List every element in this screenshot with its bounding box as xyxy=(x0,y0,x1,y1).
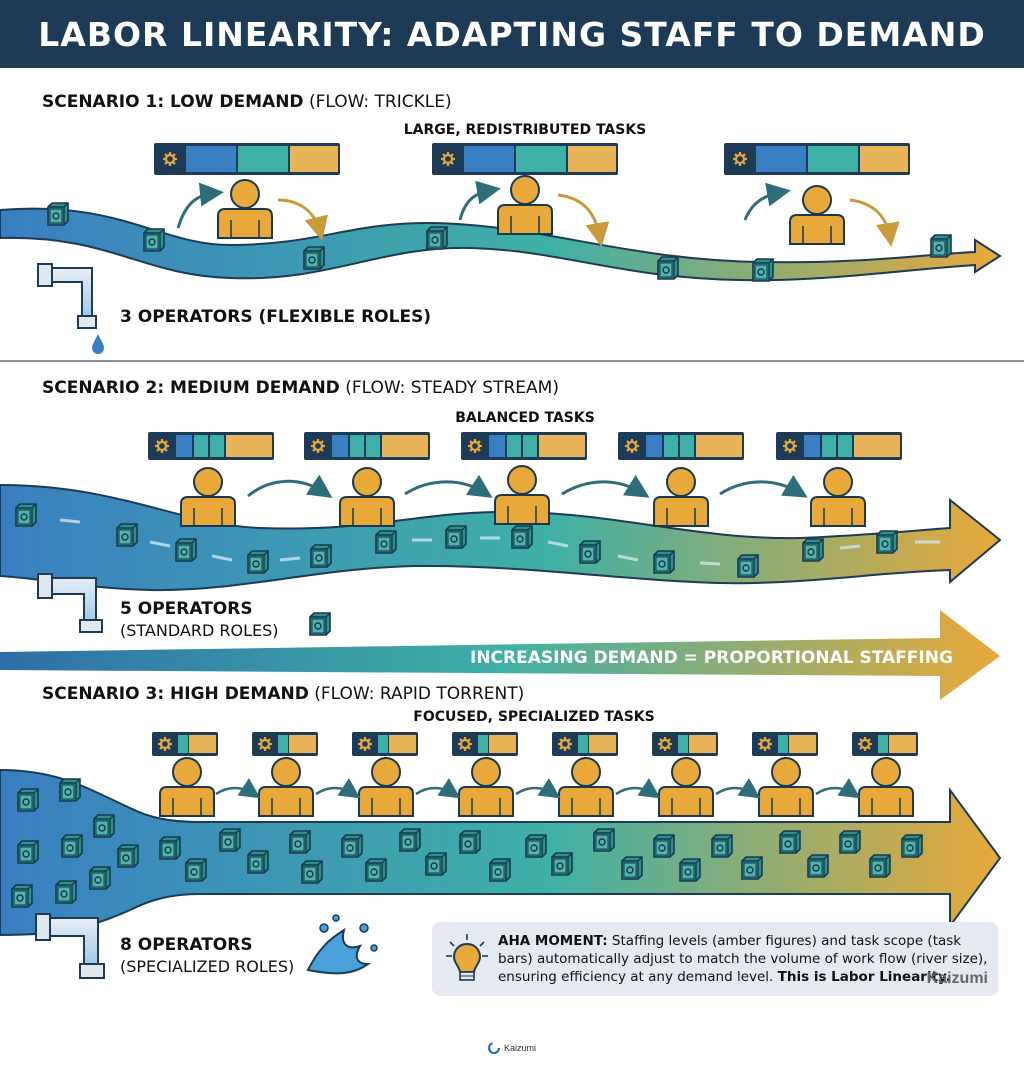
aha-moment-box: AHA MOMENT: Staffing levels (amber figur… xyxy=(432,922,998,996)
person-icon xyxy=(858,757,914,817)
scenario2-task-label: BALANCED TASKS xyxy=(455,410,595,426)
person-icon xyxy=(497,175,553,235)
footer-brand: Kaizumi xyxy=(488,1042,536,1054)
scenario2-task-bars xyxy=(148,432,902,460)
person-icon xyxy=(758,757,814,817)
scenario1-task-bars xyxy=(154,143,910,175)
scenario2-operators-label: 5 OPERATORS(STANDARD ROLES) xyxy=(120,599,279,640)
brand-logo-icon xyxy=(488,1042,500,1054)
scenario2-title: SCENARIO 2: MEDIUM DEMAND (FLOW: STEADY … xyxy=(42,378,559,398)
pipe-icon xyxy=(37,263,97,329)
scenario2-flow-arrows xyxy=(247,474,808,499)
scenario3-title: SCENARIO 3: HIGH DEMAND (FLOW: RAPID TOR… xyxy=(42,684,525,704)
box-icon xyxy=(309,612,331,636)
scenario3-operators-label: 8 OPERATORS(SPECIALIZED ROLES) xyxy=(120,935,295,976)
aha-watermark: Kaizumi xyxy=(926,970,988,987)
scenario3-task-label: FOCUSED, SPECIALIZED TASKS xyxy=(413,709,655,725)
aha-text: AHA MOMENT: Staffing levels (amber figur… xyxy=(498,933,988,985)
scenario3-flow-arrows xyxy=(215,778,861,799)
person-icon xyxy=(658,757,714,817)
person-icon xyxy=(458,757,514,817)
person-icon xyxy=(358,757,414,817)
demand-arrow-label: INCREASING DEMAND = PROPORTIONAL STAFFIN… xyxy=(470,648,953,668)
footer-brand-text: Kaizumi xyxy=(504,1043,537,1053)
pipe-icon xyxy=(37,573,103,633)
person-icon xyxy=(653,467,709,527)
person-icon xyxy=(339,467,395,527)
person-icon xyxy=(789,185,845,245)
demand-arrow xyxy=(0,610,1000,700)
person-icon xyxy=(258,757,314,817)
person-icon xyxy=(810,467,866,527)
lightbulb-icon xyxy=(446,934,488,981)
pipe-icon xyxy=(35,913,105,979)
person-icon xyxy=(159,757,215,817)
person-icon xyxy=(180,467,236,527)
splash-icon xyxy=(306,914,378,975)
scenario1-title: SCENARIO 1: LOW DEMAND (FLOW: TRICKLE) xyxy=(42,92,452,112)
scenario1-task-label: LARGE, REDISTRIBUTED TASKS xyxy=(403,122,647,138)
scenario1-flow-arrows xyxy=(176,180,900,247)
scenario3-task-bars xyxy=(152,732,918,756)
scenario2-operators xyxy=(180,465,866,527)
scenario1-operators-label: 3 OPERATORS (FLEXIBLE ROLES) xyxy=(120,307,432,327)
header-banner: LABOR LINEARITY: ADAPTING STAFF TO DEMAN… xyxy=(0,0,1024,68)
scenario2-flow-dashes xyxy=(59,518,940,566)
person-icon xyxy=(217,179,273,239)
person-icon xyxy=(494,465,550,525)
page-title: LABOR LINEARITY: ADAPTING STAFF TO DEMAN… xyxy=(38,14,986,54)
person-icon xyxy=(558,757,614,817)
droplet-icon xyxy=(92,334,104,354)
